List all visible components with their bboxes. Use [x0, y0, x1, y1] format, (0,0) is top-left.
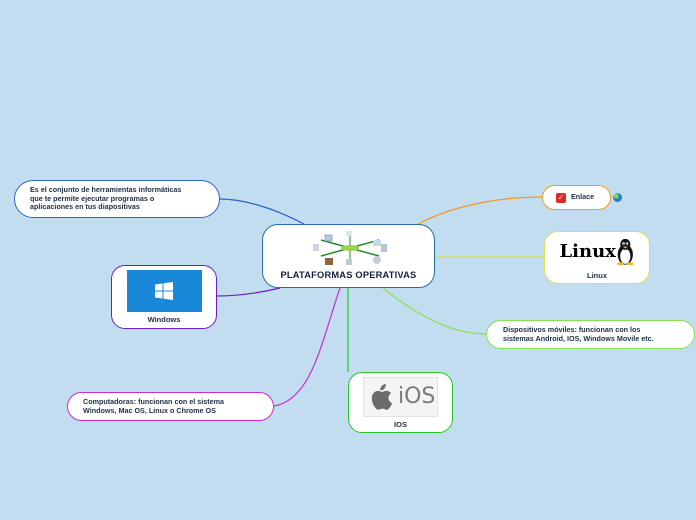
- windows-logo-icon: [155, 282, 173, 300]
- connector-computers: [273, 287, 341, 407]
- devices-line-2: sistemas Android, IOS, Windows Movile et…: [503, 333, 654, 343]
- network-devices-icon: [313, 231, 387, 265]
- checkmark-icon: ✓: [556, 192, 566, 203]
- linux-node[interactable]: Linux Linux: [544, 231, 650, 284]
- definition-line-3: aplicaciones en tus diapositivas: [30, 202, 140, 212]
- central-topic[interactable]: PLATAFORMAS OPERATIVAS: [262, 224, 435, 288]
- windows-node[interactable]: Windows: [111, 265, 217, 329]
- link-node[interactable]: ✓ Enlace: [542, 185, 611, 210]
- tux-penguin-icon: [616, 238, 634, 265]
- connector-definition: [219, 198, 305, 225]
- ios-label: IOS: [394, 419, 407, 429]
- devices-line-1: Dispositivos móviles: funcionan con los: [503, 324, 641, 334]
- computers-line-2: Windows, Mac OS, Linux o Chrome OS: [83, 405, 216, 415]
- computers-node[interactable]: Computadoras: funcionan con el sistema W…: [67, 392, 274, 421]
- definition-line-1: Es el conjunto de herramientas informáti…: [30, 185, 182, 195]
- linux-logo-text: Linux: [559, 241, 616, 262]
- apple-icon: [371, 383, 392, 410]
- linux-logo: Linux: [559, 235, 635, 268]
- connector-link: [417, 196, 543, 225]
- computers-line-1: Computadoras: funcionan con el sistema: [83, 396, 224, 406]
- linux-label: Linux: [587, 270, 607, 280]
- connector-devices: [382, 287, 487, 335]
- devices-node[interactable]: Dispositivos móviles: funcionan con los …: [486, 320, 695, 349]
- windows-label: Windows: [147, 315, 181, 324]
- definition-line-2: que te permite ejecutar programas o: [30, 193, 155, 203]
- ios-logo: iOS: [363, 376, 438, 417]
- link-label: Enlace: [571, 192, 595, 202]
- definition-node[interactable]: Es el conjunto de herramientas informáti…: [14, 180, 220, 218]
- connector-windows: [216, 287, 281, 297]
- windows-logo: [126, 270, 202, 312]
- ios-node[interactable]: iOS IOS: [348, 372, 453, 433]
- central-title: PLATAFORMAS OPERATIVAS: [280, 270, 417, 280]
- ios-logo-text: iOS: [398, 384, 436, 409]
- globe-icon[interactable]: [613, 193, 622, 202]
